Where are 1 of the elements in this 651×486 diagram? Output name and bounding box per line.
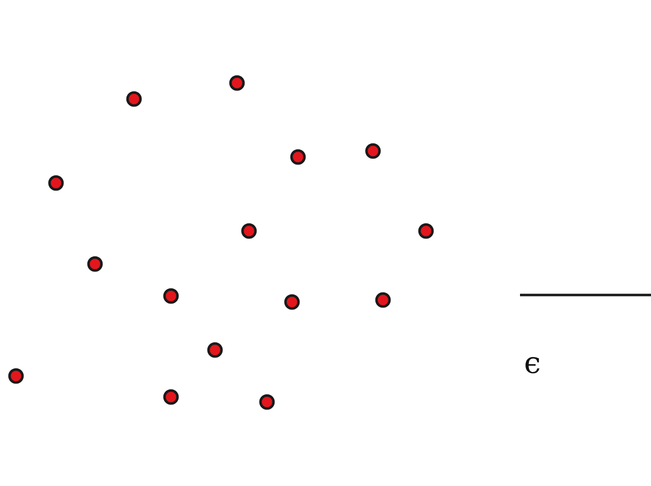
length-label: ϵ	[524, 346, 541, 382]
